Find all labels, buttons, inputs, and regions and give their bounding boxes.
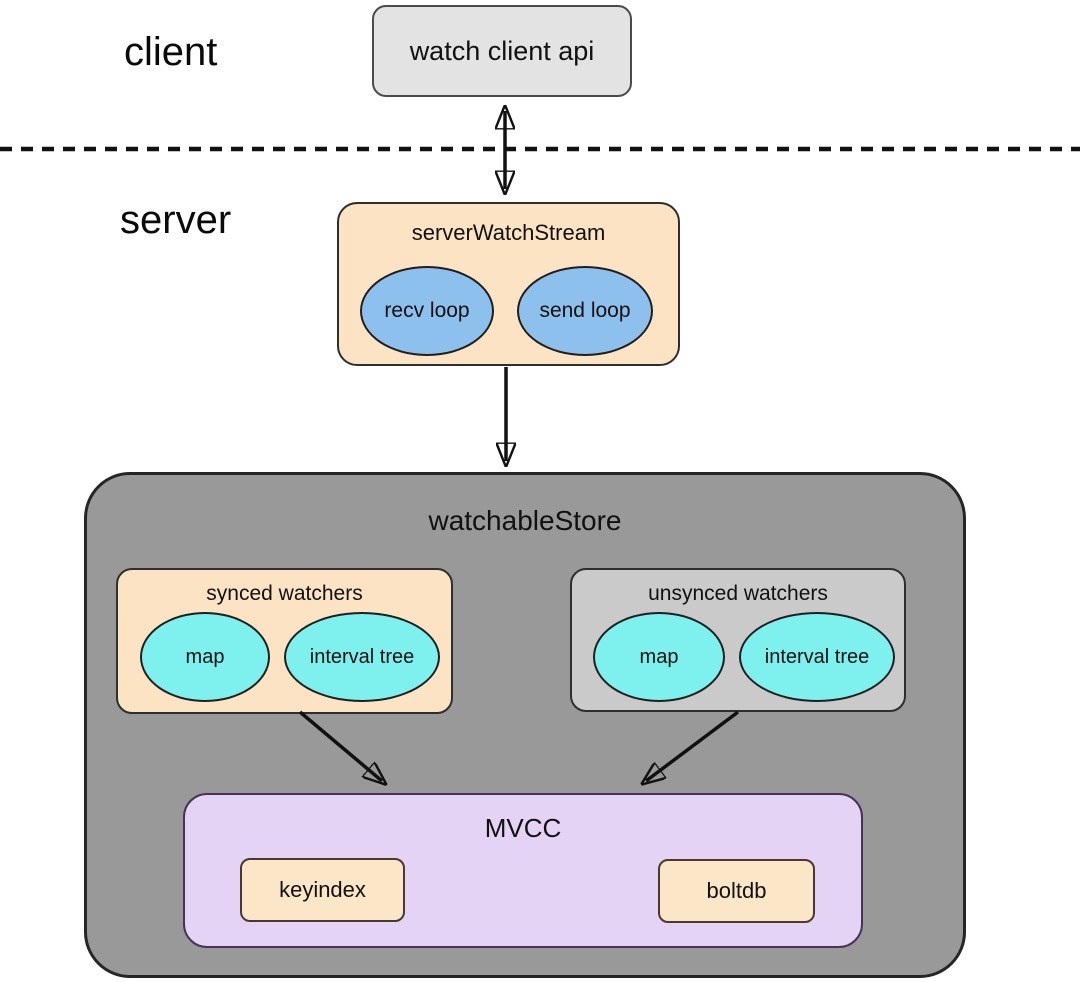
server-zone-label: server (120, 198, 232, 242)
unsynced-watchers-node: unsynced watchers map interval tree (570, 568, 906, 712)
recv-loop-node: recv loop (360, 266, 494, 356)
unsynced-watchers-title: unsynced watchers (648, 582, 828, 605)
unsynced-interval-tree-label: interval tree (764, 645, 870, 668)
client-zone-label: client (124, 30, 218, 74)
mvcc-node: MVCC keyindex boltdb (183, 793, 863, 948)
server-watch-stream-node: serverWatchStream recv loop send loop (337, 202, 680, 366)
synced-watchers-node: synced watchers map interval tree (116, 568, 453, 714)
keyindex-node: keyindex (240, 858, 405, 922)
unsynced-map-label: map (639, 645, 679, 668)
watchable-store-title: watchableStore (428, 505, 622, 536)
mvcc-title: MVCC (484, 813, 562, 843)
recv-loop-label: recv loop (384, 299, 470, 322)
keyindex-label: keyindex (279, 877, 366, 902)
synced-map-label: map (185, 645, 225, 668)
watch-client-api-node: watch client api (372, 5, 632, 97)
boltdb-node: boltdb (658, 859, 815, 923)
watch-client-api-label: watch client api (409, 35, 595, 66)
boltdb-label: boltdb (706, 878, 767, 903)
send-loop-label: send loop (539, 299, 631, 322)
synced-map-node: map (140, 612, 270, 702)
synced-interval-tree-node: interval tree (284, 612, 440, 702)
unsynced-map-node: map (593, 612, 725, 702)
synced-watchers-title: synced watchers (206, 582, 363, 605)
server-watch-stream-title: serverWatchStream (411, 220, 606, 245)
unsynced-interval-tree-node: interval tree (739, 612, 895, 702)
watchable-store-node: watchableStore synced watchers map inter… (84, 472, 966, 978)
send-loop-node: send loop (517, 266, 653, 356)
synced-interval-tree-label: interval tree (309, 645, 415, 668)
